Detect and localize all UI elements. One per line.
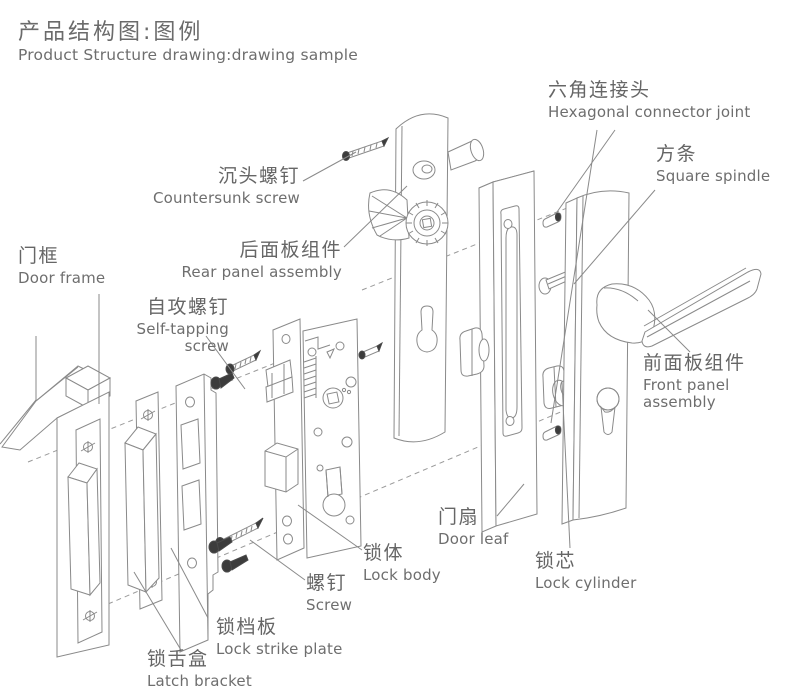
countersunk-screw-drawing <box>342 136 390 161</box>
rear-keyhole <box>416 305 438 353</box>
spindle-follower <box>322 387 344 409</box>
page-subtitle: Product Structure drawing:drawing sample <box>18 46 359 64</box>
latch-hole-top <box>140 409 156 421</box>
handle-hub <box>405 200 449 246</box>
door-frame-drawing <box>0 336 112 658</box>
rear-panel-drawing <box>368 113 485 443</box>
self-tapping-screw-drawing <box>210 349 262 390</box>
frame-screw-hole-bottom <box>82 610 98 622</box>
page-title: 产品结构图:图例 <box>18 20 204 45</box>
hex-pin-top <box>542 212 562 228</box>
leaf-mortise-slot <box>500 205 523 437</box>
cylinder-thumbturn-drawing <box>459 327 490 377</box>
front-keyhole <box>596 387 620 435</box>
case-screw <box>358 341 383 360</box>
lock-body-drawing <box>264 318 383 561</box>
thumbturn-icon <box>412 160 436 180</box>
screw-drawing <box>208 517 264 573</box>
strike-hole-top <box>185 396 195 408</box>
leader-lines <box>98 129 691 651</box>
front-panel-drawing <box>561 190 762 525</box>
strike-hole-bottom <box>187 557 197 569</box>
assembly-axes <box>27 189 613 619</box>
hex-pin-bottom <box>542 425 562 441</box>
lock-euro-cutout <box>322 466 346 517</box>
lock-spring <box>303 356 317 399</box>
strike-plate-drawing <box>175 373 219 653</box>
latch-bracket-drawing <box>124 391 163 610</box>
frame-screw-hole-top <box>80 441 96 453</box>
